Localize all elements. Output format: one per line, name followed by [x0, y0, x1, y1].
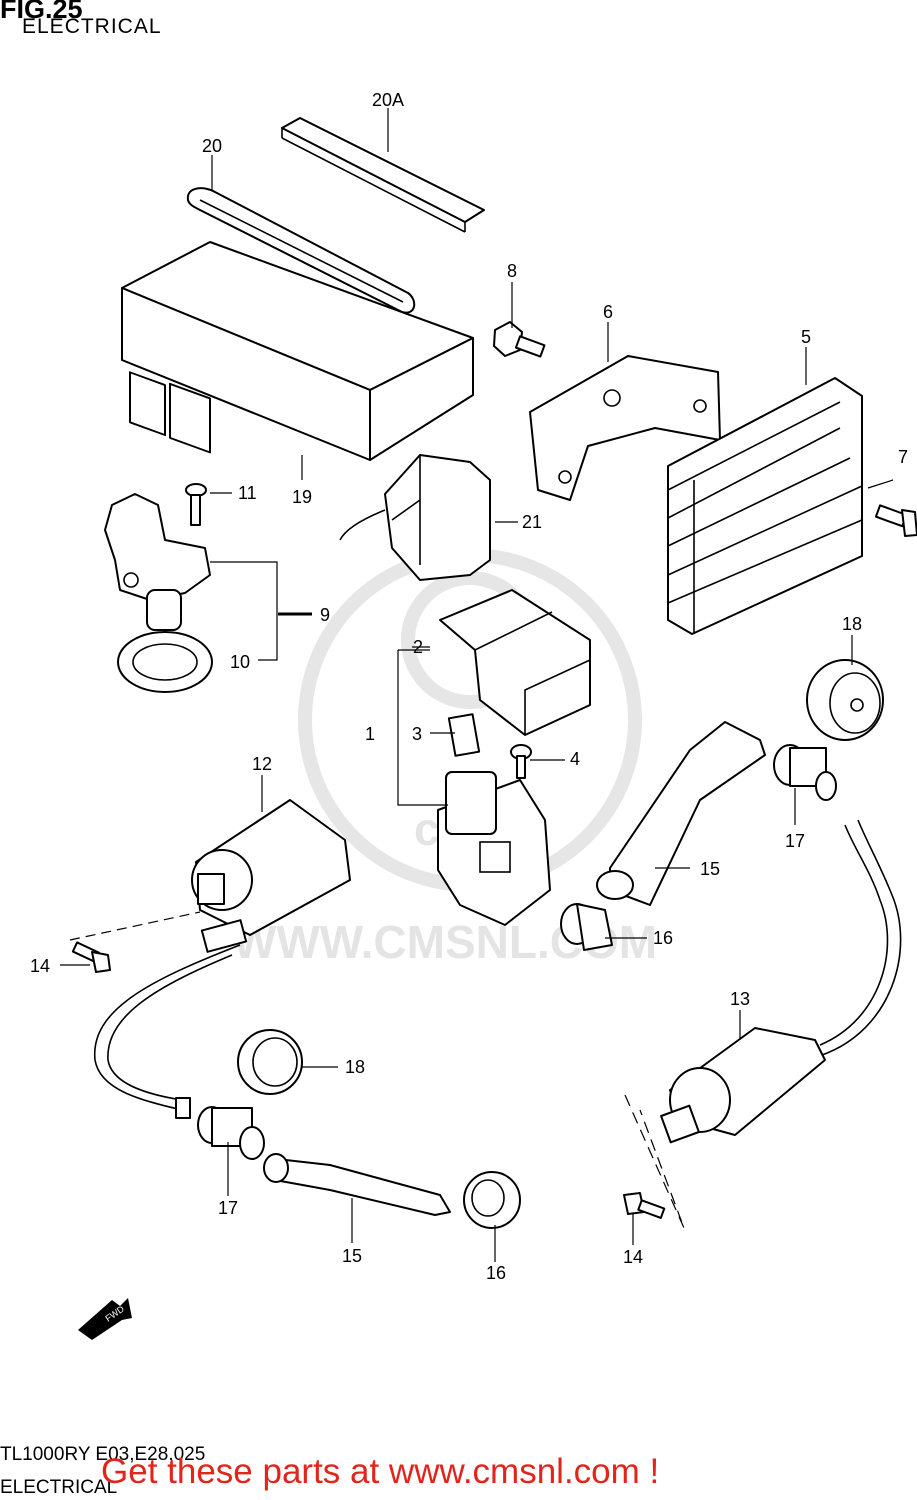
- part-plugcap-15-upper[interactable]: [596, 721, 766, 906]
- callout-2: 2: [413, 637, 423, 657]
- callout-14-lower: 14: [623, 1247, 643, 1267]
- part-grommet-18-lower[interactable]: [237, 1029, 303, 1095]
- part-fusebox-1[interactable]: [437, 771, 551, 926]
- part-bolt-8[interactable]: [493, 321, 546, 358]
- callout-20a: 20A: [372, 90, 404, 110]
- part-ecm-19[interactable]: [121, 241, 474, 461]
- part-cover-2[interactable]: [439, 589, 591, 736]
- part-boot-16-lower[interactable]: [463, 1171, 521, 1229]
- callout-17-lower: 17: [218, 1198, 238, 1218]
- part-coil-12[interactable]: [94, 799, 351, 1119]
- part-sensor-9[interactable]: [104, 493, 211, 631]
- part-relay-21[interactable]: [339, 454, 491, 581]
- callout-15-upper: 15: [700, 859, 720, 879]
- callout-15-lower: 15: [342, 1246, 362, 1266]
- callout-7: 7: [898, 447, 908, 467]
- part-fuse-3[interactable]: [447, 713, 481, 757]
- part-bolt-7[interactable]: [874, 504, 917, 537]
- figure-title: FIG.25: [0, 0, 83, 24]
- part-coil-13[interactable]: [660, 819, 902, 1144]
- callout-4: 4: [570, 749, 580, 769]
- fwd-direction-arrow: FWD: [78, 1298, 132, 1340]
- callout-1: 1: [365, 724, 375, 744]
- part-screw-4[interactable]: [510, 744, 532, 779]
- callout-21: 21: [522, 512, 542, 532]
- callout-8: 8: [507, 261, 517, 281]
- callout-16-lower: 16: [486, 1263, 506, 1283]
- callout-5: 5: [801, 327, 811, 347]
- part-bolt-14-lower[interactable]: [623, 1192, 666, 1219]
- cta-link[interactable]: Get these parts at www.cmsnl.com !: [101, 1452, 660, 1491]
- part-oring-10[interactable]: [117, 631, 213, 693]
- callout-13: 13: [730, 989, 750, 1009]
- callout-labels: 20A 20 8 6 5 19 7 11 21 9 18 2 10 1 3 4 …: [30, 90, 908, 1283]
- callout-10: 10: [230, 652, 250, 672]
- callout-9: 9: [320, 605, 330, 625]
- callout-20: 20: [202, 136, 222, 156]
- part-boot-16-upper[interactable]: [560, 903, 613, 951]
- callout-18-upper: 18: [842, 614, 862, 634]
- footer-section-name: ELECTRICAL: [0, 1477, 118, 1498]
- part-screw-11[interactable]: [185, 483, 207, 526]
- leader-lines: [60, 108, 894, 1262]
- part-plugcap-15-lower[interactable]: [263, 1153, 451, 1216]
- part-bolt-14-upper[interactable]: [71, 941, 111, 973]
- part-cap-17-lower[interactable]: [197, 1106, 265, 1160]
- part-regulator-5[interactable]: [667, 377, 863, 635]
- callout-16-upper: 16: [653, 928, 673, 948]
- callout-6: 6: [603, 302, 613, 322]
- callout-14-upper: 14: [30, 956, 50, 976]
- part-grommet-18-upper[interactable]: [806, 659, 884, 741]
- footer-model-code: TL1000RY E03,E28,025: [0, 1444, 206, 1465]
- callout-18-lower: 18: [345, 1057, 365, 1077]
- part-cap-17-upper[interactable]: [773, 744, 837, 801]
- part-bracket-6[interactable]: [529, 355, 721, 501]
- callout-12: 12: [252, 754, 272, 774]
- callout-3: 3: [412, 724, 422, 744]
- callout-19: 19: [292, 487, 312, 507]
- figure-subtitle: ELECTRICAL: [22, 15, 162, 38]
- part-pad-20a[interactable]: [281, 117, 485, 233]
- callout-11: 11: [238, 483, 257, 503]
- callout-17-upper: 17: [785, 831, 805, 851]
